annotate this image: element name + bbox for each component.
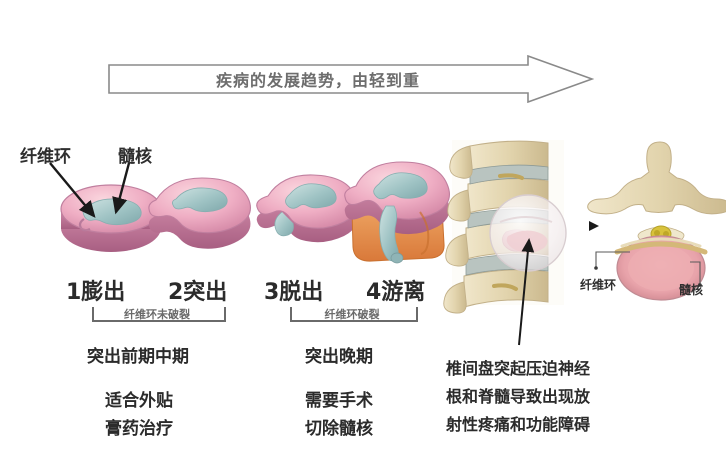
annulus-fibrosus-label: 纤维环 <box>20 147 71 167</box>
axial-annulus-label: 纤维环 <box>580 278 617 292</box>
treatment-early-line-1: 适合外贴 <box>105 391 173 411</box>
bracket-label-3-4: 纤维环破裂 <box>324 308 380 321</box>
treatment-late-line-2: 切除髓核 <box>305 419 373 439</box>
progression-banner: 疾病的发展趋势，由轻到重 <box>108 55 594 103</box>
view-transition-triangle-icon <box>589 221 599 231</box>
stage-label-1: 1膨出 <box>66 280 126 305</box>
axial-nucleus-label: 髓核 <box>679 283 704 297</box>
bracket-label-1-2: 纤维环未破裂 <box>124 308 190 321</box>
lateral-spine-illustration <box>443 140 567 314</box>
banner-text: 疾病的发展趋势，由轻到重 <box>215 71 420 90</box>
annotation-line-1: 椎间盘突起压迫神经 <box>446 359 591 378</box>
annotation-leader-arrow <box>518 238 535 346</box>
annulus-leader-arrow <box>49 162 96 218</box>
bracket-stages-3-4 <box>290 307 418 322</box>
treatment-early-line-2: 膏药治疗 <box>105 419 173 439</box>
annotation-line-2: 根和脊髓导致出现放 <box>446 387 591 406</box>
stage-1-disc-illustration <box>60 184 162 252</box>
stage-4-disc-illustration <box>344 161 450 264</box>
nucleus-pulposus-label: 髓核 <box>118 147 152 167</box>
banner-arrow-shape <box>108 55 594 103</box>
bracket-stages-1-2 <box>92 307 226 322</box>
annotation-line-3: 射性疼痛和功能障碍 <box>446 415 591 434</box>
stage-label-3: 3脱出 <box>264 280 324 305</box>
phase-title-early: 突出前期中期 <box>87 347 189 367</box>
stage-label-2: 2突出 <box>168 280 228 305</box>
axial-annulus-leader <box>595 251 630 268</box>
stage-3-disc-illustration <box>256 174 358 243</box>
nucleus-leader-arrow <box>112 162 131 215</box>
phase-title-late: 突出晚期 <box>305 347 373 367</box>
treatment-late-line-1: 需要手术 <box>305 391 373 411</box>
stage-2-disc-illustration <box>148 177 251 249</box>
stage-label-4: 4游离 <box>366 280 426 305</box>
